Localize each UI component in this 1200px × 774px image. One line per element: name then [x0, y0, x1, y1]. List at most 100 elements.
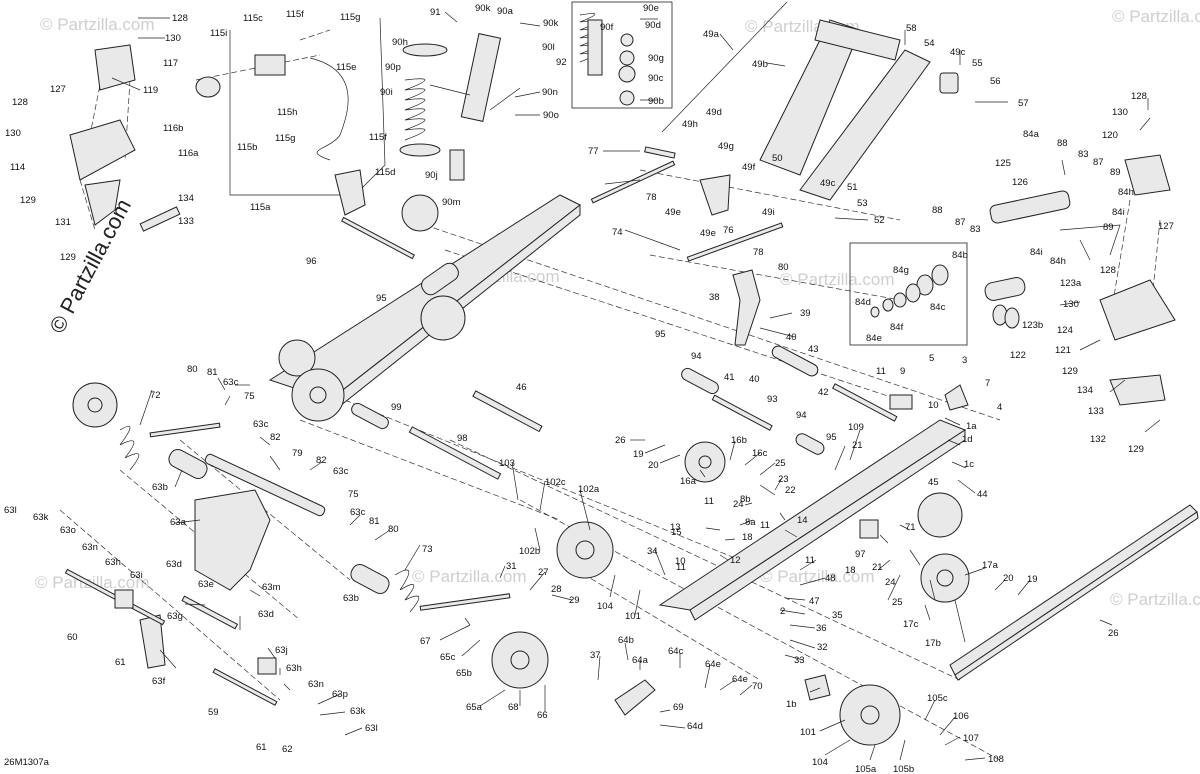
callout-label: 133: [1088, 406, 1104, 417]
callout-label: 115b: [237, 142, 257, 153]
callout-label: 116b: [163, 123, 183, 134]
callout-label: 78: [753, 247, 764, 258]
callout-label: 64c: [668, 646, 684, 657]
callout-label: 63i: [130, 570, 143, 581]
callout-label: 127: [1158, 221, 1174, 232]
callout-label: 7: [985, 378, 990, 389]
callout-label: 62: [282, 744, 293, 755]
bracket-3: [944, 384, 969, 411]
callout-label: 101: [800, 727, 816, 738]
adjuster-115d: [334, 169, 366, 216]
callout-label: 95: [376, 293, 387, 304]
callout-label: 49g: [718, 141, 734, 152]
callout-label: 134: [1077, 385, 1093, 396]
callout-label: 71: [905, 522, 916, 533]
callout-label: 104: [597, 601, 613, 612]
callout-label: 134: [178, 193, 194, 204]
callout-label: 63a: [170, 517, 187, 528]
callout-label: 11: [704, 496, 714, 507]
callout-label: 17c: [903, 619, 919, 630]
callout-label: 63l: [4, 505, 17, 516]
callout-label: 102b: [519, 546, 540, 557]
sleeve-63b1: [168, 448, 208, 480]
callout-label: 26: [1108, 628, 1119, 639]
callout-label: 93: [767, 394, 778, 405]
callout-label: 63l: [365, 723, 378, 734]
callout-label: 63j: [275, 645, 288, 656]
spacer-94b: [795, 433, 825, 455]
callout-label: 81: [369, 516, 380, 527]
callout-label: 26: [615, 435, 626, 446]
block-63i: [114, 589, 134, 609]
callout-label: 128: [172, 13, 188, 24]
callout-label: 95: [826, 432, 837, 443]
callout-label: 94: [796, 410, 807, 421]
callout-label: 104: [812, 757, 828, 768]
callout-label: 127: [50, 84, 66, 95]
callout-label: 84g: [893, 265, 909, 276]
callout-label: 36: [816, 623, 827, 634]
idler-wheel-small: [278, 339, 316, 377]
plate-131: [84, 179, 121, 226]
callout-label: 63c: [333, 466, 349, 477]
block-63j: [257, 657, 277, 675]
callout-label: 102a: [578, 484, 600, 495]
callout-label: 59: [208, 707, 219, 718]
callout-label: 90n: [542, 87, 558, 98]
callout-label: 128: [1131, 91, 1147, 102]
shaft-63e: [204, 453, 326, 517]
callout-label: 63k: [33, 512, 49, 523]
callout-label: 12: [730, 555, 741, 566]
callout-label: 115g: [340, 12, 360, 23]
callout-label: 49d: [706, 107, 722, 118]
callout-label: 63c: [350, 507, 366, 518]
callout-label: 75: [348, 489, 359, 500]
callout-label: 130: [5, 128, 21, 139]
callout-label: 14: [797, 515, 808, 526]
callout-label: 61: [256, 742, 267, 753]
watermark-text: © Partzilla.com: [760, 567, 875, 586]
callout-label: 105c: [927, 693, 948, 704]
callout-label: 115e: [336, 62, 356, 73]
callout-label: 63c: [223, 377, 239, 388]
callout-label: 92: [556, 57, 567, 68]
watermark-text: © Partzilla.com: [780, 270, 895, 289]
callout-label: 106: [953, 711, 969, 722]
axle-96: [341, 216, 415, 260]
callout-label: 123a: [1060, 278, 1082, 289]
callout-label: 84b: [952, 250, 968, 261]
callout-label: 129: [1128, 444, 1144, 455]
callout-label: 11: [760, 520, 770, 531]
callout-label: 63b: [152, 482, 168, 493]
callout-label: 57: [1018, 98, 1029, 109]
callout-label: 84i: [1030, 247, 1043, 258]
callout-label: 80: [778, 262, 789, 273]
link-64a: [614, 679, 656, 716]
callout-label: 19: [633, 449, 644, 460]
shaft-46: [472, 390, 543, 433]
callout-label: 80: [187, 364, 198, 375]
callout-label: 129: [20, 195, 36, 206]
callout-label: 97: [855, 549, 866, 560]
callout-label: 115f: [369, 132, 387, 143]
callout-label: 17b: [925, 638, 941, 649]
block-15: [859, 519, 879, 539]
callout-label: 49b: [752, 59, 768, 70]
callout-label: 1d: [962, 434, 973, 445]
callout-label: 33: [794, 655, 805, 666]
callout-label: 63h: [105, 557, 121, 568]
callout-label: 40: [786, 332, 797, 343]
mount-bracket-114: [69, 119, 136, 181]
mount-121: [1099, 279, 1176, 341]
callout-label: 63k: [350, 706, 366, 717]
callout-label: 16c: [752, 448, 768, 459]
callout-label: 53: [857, 198, 868, 209]
callout-label: 122: [1010, 350, 1026, 361]
callout-label: 84d: [855, 297, 871, 308]
callout-label: 102c: [545, 477, 566, 488]
callout-label: 88: [932, 205, 943, 216]
callout-label: 22: [785, 485, 796, 496]
callout-label: 125: [995, 158, 1011, 169]
callout-label: 20: [648, 460, 659, 471]
callout-label: 91: [430, 7, 441, 18]
